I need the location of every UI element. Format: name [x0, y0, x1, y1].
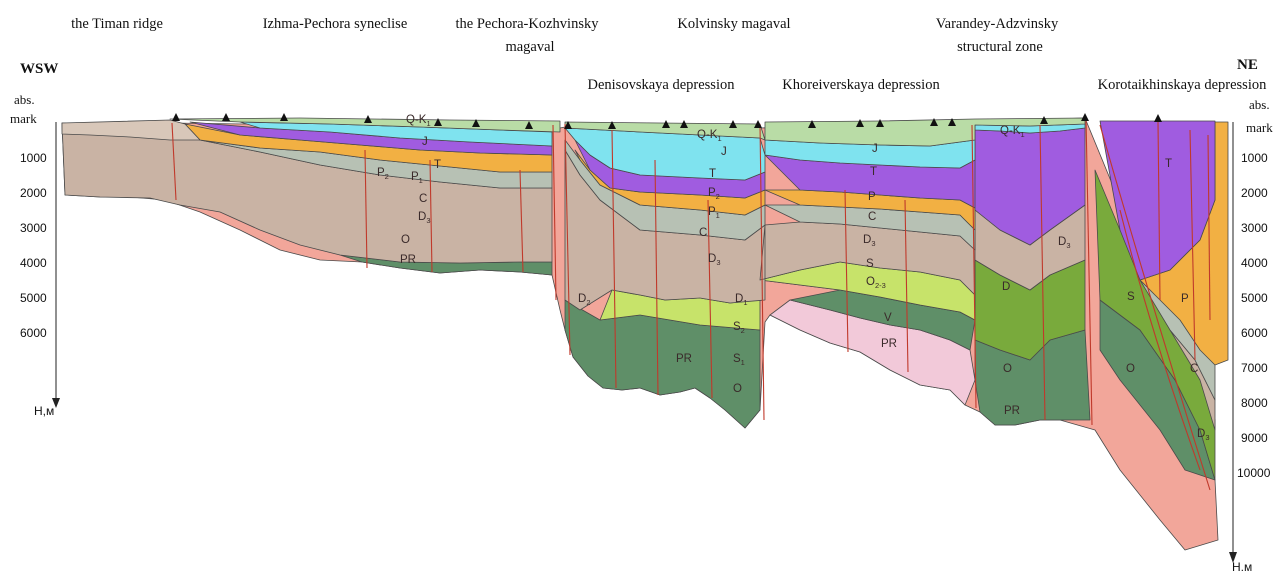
right-tick-7000: 7000: [1241, 361, 1268, 375]
right-tick-5000: 5000: [1241, 291, 1268, 305]
layer-p-permian: [184, 121, 1229, 366]
right-tick-1000: 1000: [1241, 151, 1268, 165]
region-denisovskaya: Denisovskaya depression: [588, 77, 736, 93]
label-c-khoreiver: C: [868, 211, 876, 223]
label-qk1-west: Q-K1: [406, 114, 431, 128]
left-axis-label-mark: mark: [10, 111, 37, 126]
direction-ne: NE: [1237, 57, 1258, 73]
direction-wsw: WSW: [20, 61, 58, 77]
left-tick-2000: 2000: [20, 186, 47, 200]
layer-c-carboniferous: [199, 139, 1216, 401]
label-s-korotaikh: S: [1127, 291, 1135, 303]
label-d3-west: D3: [418, 211, 430, 225]
layer-d-devonian: [61, 122, 1216, 431]
label-pr-central: PR: [676, 353, 692, 365]
right-tick-6000: 6000: [1241, 326, 1268, 340]
left-tick-6000: 6000: [20, 326, 47, 340]
label-c-korotaikh: C: [1190, 363, 1198, 375]
right-tick-2000: 2000: [1241, 186, 1268, 200]
left-tick-4000: 4000: [20, 256, 47, 270]
left-tick-1000: 1000: [20, 151, 47, 165]
label-o23-khoreiver: O2-3: [866, 276, 886, 290]
left-tick-5000: 5000: [20, 291, 47, 305]
stratigraphic-layers: [61, 117, 1229, 551]
label-o-central: O: [733, 383, 742, 395]
label-t-central: T: [709, 168, 716, 180]
label-j-central: J: [721, 146, 727, 158]
label-o-west-a: O: [401, 234, 410, 246]
region-kolvinsky: Kolvinsky magaval: [677, 16, 790, 32]
label-d3-central: D3: [708, 253, 720, 267]
label-j-west: J: [422, 136, 428, 148]
layer-t-triassic: [189, 120, 1216, 281]
left-tick-3000: 3000: [20, 221, 47, 235]
region-pechora-kozhvinsky-line1: the Pechora-Kozhvinsky: [456, 16, 600, 32]
label-p2-west: P2: [377, 167, 389, 181]
region-varandey-line1: Varandey-Adzvinsky: [936, 16, 1059, 32]
label-v-khoreiver: V: [884, 312, 892, 324]
layer-j-jurassic: [239, 121, 1086, 181]
right-tick-4000: 4000: [1241, 256, 1268, 270]
left-depth-axis: [52, 122, 60, 408]
label-c-west: C: [419, 193, 427, 205]
label-t-west: T: [434, 159, 441, 171]
label-d3-korotaikh: D3: [1197, 428, 1209, 442]
right-tick-10000: 10000: [1237, 466, 1271, 480]
right-axis-label-mark: mark: [1246, 120, 1273, 135]
label-p-khoreiver: P: [868, 191, 876, 203]
label-d1-central: D1: [735, 293, 747, 307]
right-axis-unit: H,м: [1232, 560, 1252, 571]
label-qk1-central: Q-K1: [697, 129, 722, 143]
label-s1-central: S1: [733, 353, 745, 367]
right-depth-axis: [1229, 122, 1237, 563]
region-pechora-kozhvinsky-line2: magaval: [505, 39, 554, 55]
left-axis-unit: H,м: [34, 404, 54, 418]
label-qk1-varandey: Q-K1: [1000, 125, 1025, 139]
label-o-korotaikh: O: [1126, 363, 1135, 375]
label-c-central: C: [699, 227, 707, 239]
right-axis-label-abs: abs.: [1249, 97, 1270, 112]
region-timan: the Timan ridge: [71, 16, 163, 32]
region-izhma-pechora: Izhma-Pechora syneclise: [263, 16, 408, 32]
region-varandey-line2: structural zone: [957, 39, 1043, 55]
layer-timan-cap: [61, 119, 201, 141]
right-tick-3000: 3000: [1241, 221, 1268, 235]
label-p1-central: P1: [708, 206, 720, 220]
region-khoreiverskaya: Khoreiverskaya depression: [782, 77, 940, 93]
label-p2-central: P2: [708, 187, 720, 201]
well-markers: [172, 113, 1162, 129]
label-t-khoreiver: T: [870, 166, 877, 178]
label-t-korotaikh: T: [1165, 158, 1172, 170]
label-pr-varandey: PR: [1004, 405, 1020, 417]
label-d2-central: D2: [578, 293, 590, 307]
label-d3-varandey: D3: [1058, 236, 1070, 250]
layer-labels: Q-K1 J T P2 P1 C D3 O PR Q-K1 J T P2 P1 …: [377, 114, 1209, 442]
label-pr-khoreiver: PR: [881, 338, 897, 350]
label-o-varandey: O: [1003, 363, 1012, 375]
label-j-khoreiver: J: [872, 143, 878, 155]
right-tick-9000: 9000: [1241, 431, 1268, 445]
right-tick-8000: 8000: [1241, 396, 1268, 410]
label-pr-west: PR: [400, 254, 416, 266]
layer-o-ordovician: [339, 254, 1216, 481]
label-s-khoreiver: S: [866, 258, 874, 270]
label-p1-west: P1: [411, 171, 423, 185]
label-p-korotaikh: P: [1181, 293, 1189, 305]
faults: [171, 117, 1211, 491]
label-d3-khoreiver: D3: [863, 234, 875, 248]
label-d-varandey: D: [1002, 281, 1010, 293]
left-axis-label-abs: abs.: [14, 92, 35, 107]
label-s2-central: S2: [733, 321, 745, 335]
region-korotaikhinskaya: Korotaikhinskaya depression: [1098, 77, 1267, 93]
